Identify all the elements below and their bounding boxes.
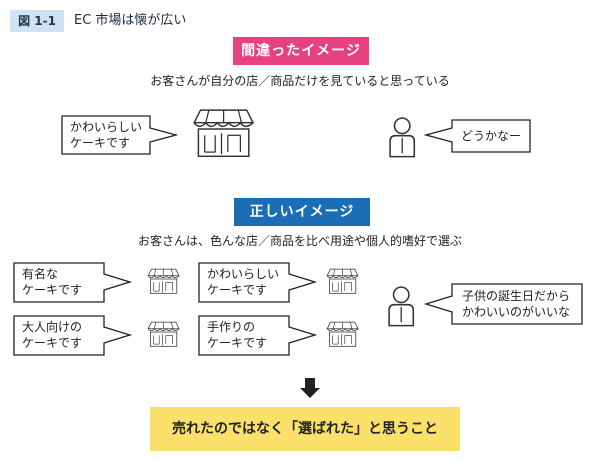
right-image-caption: お客さんは、色んな店／商品を比べ用途や個人的嗜好で選ぶ	[137, 234, 462, 248]
figure-label: 図 1-1	[10, 10, 64, 32]
shop-bubble-text: かわいらしい ケーキです	[70, 119, 142, 151]
shop-icon-1	[147, 268, 180, 294]
wrong-image-caption: お客さんが自分の店／商品だけを見ていると思っている	[150, 74, 450, 88]
shop-icon-3	[147, 321, 180, 347]
wrong-image-banner: 間違ったイメージ	[233, 37, 369, 65]
conclusion-box: 売れたのではなく「選ばれた」と思うこと	[150, 407, 460, 451]
shop-speech-bubble-3	[13, 315, 133, 356]
right-image-banner: 正しいイメージ	[234, 198, 370, 226]
shop-bubble-2-line-1: かわいらしい	[207, 267, 280, 281]
customer-bubble-text-2: 子供の誕生日だから かわいいのがいいな	[462, 288, 570, 320]
customer-speech-bubble	[423, 119, 531, 153]
shop-bubble-4-line-1: 手作りの	[207, 320, 256, 334]
customer-bubble-text: どうかなー	[461, 128, 521, 144]
shop-icon	[193, 109, 254, 158]
shop-bubble-1-line-1: 有名な	[22, 267, 59, 281]
customer-bubble-2-line-1: 子供の誕生日だから	[462, 289, 571, 303]
person-icon	[389, 117, 416, 158]
shop-speech-bubble-4	[198, 315, 318, 356]
shop-bubble-text-3: 大人向けの ケーキです	[22, 319, 82, 351]
shop-bubble-3-line-1: 大人向けの	[22, 320, 83, 334]
shop-bubble-line-2: ケーキです	[70, 136, 131, 150]
shop-bubble-text-2: かわいらしい ケーキです	[207, 266, 279, 298]
shop-bubble-text-1: 有名な ケーキです	[22, 266, 82, 298]
shop-bubble-1-line-2: ケーキです	[22, 283, 83, 297]
shop-speech-bubble-2	[198, 262, 318, 303]
figure-title: EC 市場は懐が広い	[74, 13, 187, 28]
shop-bubble-line-1: かわいらしい	[70, 120, 143, 134]
customer-bubble-line-1: どうかなー	[461, 129, 522, 143]
shop-bubble-text-4: 手作りの ケーキです	[207, 319, 267, 351]
shop-icon-4	[326, 321, 359, 347]
customer-speech-bubble-2	[423, 283, 583, 325]
down-arrow-icon	[300, 378, 320, 398]
shop-speech-bubble-1	[13, 262, 133, 303]
shop-bubble-3-line-2: ケーキです	[22, 336, 83, 350]
shop-bubble-4-line-2: ケーキです	[207, 336, 268, 350]
shop-bubble-2-line-2: ケーキです	[207, 283, 268, 297]
shop-icon-2	[326, 268, 359, 294]
shop-speech-bubble	[61, 115, 179, 155]
person-icon-2	[388, 286, 415, 327]
customer-bubble-2-line-2: かわいいのがいいな	[462, 305, 571, 319]
